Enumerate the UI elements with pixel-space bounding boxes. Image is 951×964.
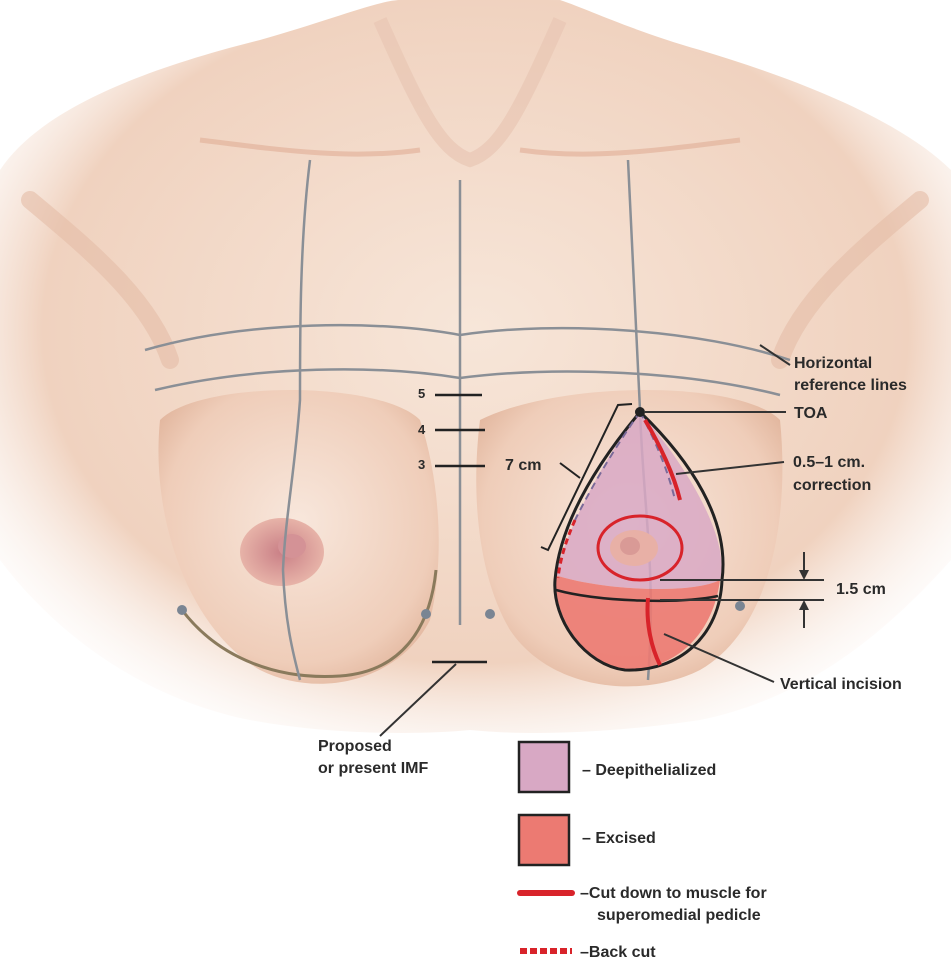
imf-label-2: or present IMF [318, 760, 428, 777]
left-imf-dot-lateral [177, 605, 187, 615]
correction-label-2: correction [793, 477, 871, 494]
legend-swatch-deepithelialized [519, 742, 569, 792]
toa-label: TOA [794, 405, 828, 422]
legend: – Deepithelialized – Excised –Cut down t… [519, 742, 767, 961]
one-five-cm-label: 1.5 cm [836, 581, 886, 598]
imf-label-1: Proposed [318, 738, 392, 755]
legend-label-back-cut: –Back cut [580, 944, 656, 961]
legend-label-cut-1: –Cut down to muscle for [580, 885, 767, 902]
horizontal-ref-label-1: Horizontal [794, 355, 872, 372]
right-nipple [620, 537, 640, 555]
toa-dot [635, 407, 645, 417]
legend-label-cut-2: superomedial pedicle [597, 907, 761, 924]
left-nipple [278, 534, 306, 558]
right-imf-dot-lateral [735, 601, 745, 611]
tick-label-3: 3 [418, 457, 425, 472]
left-imf-dot-medial [421, 609, 431, 619]
legend-label-deepithelialized: – Deepithelialized [582, 762, 716, 779]
tick-label-5: 5 [418, 386, 425, 401]
horizontal-ref-label-2: reference lines [794, 377, 907, 394]
vertical-incision-label: Vertical incision [780, 676, 902, 693]
tick-label-4: 4 [418, 422, 426, 437]
right-imf-dot-medial [485, 609, 495, 619]
correction-label-1: 0.5–1 cm. [793, 454, 865, 471]
legend-swatch-excised [519, 815, 569, 865]
seven-cm-label: 7 cm [505, 457, 541, 474]
legend-label-excised: – Excised [582, 830, 656, 847]
